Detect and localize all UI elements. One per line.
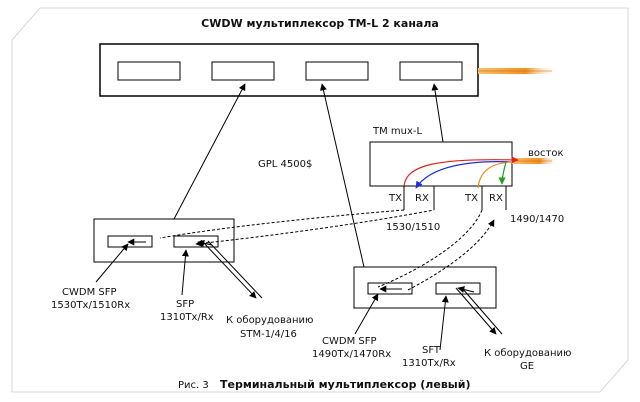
right-equip-link-b bbox=[461, 287, 503, 335]
dash-right-a bbox=[377, 209, 483, 288]
right-sft-label-2: 1310Tx/Rx bbox=[402, 358, 456, 369]
right-equip-label-1: К оборудованию bbox=[484, 348, 571, 359]
right-cwdm-sfp-label-1: CWDM SFP bbox=[322, 336, 377, 347]
top-slot-3 bbox=[305, 61, 369, 81]
dash-right-b bbox=[407, 219, 495, 291]
port-rx-1: RX bbox=[415, 193, 429, 204]
gpl-label: GPL 4500$ bbox=[258, 159, 312, 170]
left-equip-link-b bbox=[207, 240, 263, 299]
callout-left-sfp bbox=[181, 249, 189, 296]
right-equip-link-a bbox=[455, 287, 497, 335]
left-sfp-arrow bbox=[197, 239, 213, 247]
callout-left-cwdm bbox=[95, 243, 129, 283]
vostok-label: восток bbox=[528, 148, 564, 159]
left-sfp-label-1: SFP bbox=[176, 299, 194, 310]
dash-left-lower bbox=[195, 209, 435, 247]
outer-frame bbox=[11, 7, 629, 393]
right-equip-label-2: GE bbox=[520, 361, 534, 372]
orange-curve bbox=[477, 161, 513, 189]
blue-curve bbox=[415, 161, 513, 189]
mux-label: TM mux-L bbox=[372, 126, 423, 137]
left-cwdm-sfp-label-2: 1530Tx/1510Rx bbox=[51, 300, 130, 311]
wl-1490-1470: 1490/1470 bbox=[510, 214, 564, 225]
port-tx-2: TX bbox=[464, 193, 478, 204]
right-sft-label-1: SFT bbox=[422, 345, 441, 356]
left-cwdm-sfp-label-1: CWDM SFP bbox=[62, 287, 117, 298]
right-sft-arrow bbox=[457, 286, 475, 293]
top-slot-4 bbox=[399, 61, 463, 81]
callout-right-cwdm bbox=[354, 293, 379, 335]
link-right-to-slot3 bbox=[319, 83, 365, 268]
caption-text: Терминальный мультиплексор (левый) bbox=[220, 378, 470, 391]
wl-1530-1510: 1530/1510 bbox=[386, 222, 440, 233]
dash-left-upper bbox=[159, 209, 405, 239]
port-tx-1: TX bbox=[388, 193, 402, 204]
left-equip-link-a bbox=[201, 240, 257, 299]
left-sfp-label-2: 1310Tx/Rx bbox=[160, 312, 214, 323]
caption-prefix: Рис. 3 bbox=[178, 380, 209, 391]
link-left-to-slot2 bbox=[173, 83, 246, 220]
red-curve bbox=[403, 156, 519, 189]
top-slot-1 bbox=[117, 61, 181, 81]
callout-right-sft bbox=[439, 295, 449, 351]
title: CWDW мультиплексор TM-L 2 канала bbox=[201, 17, 439, 30]
tm-mux-box bbox=[369, 141, 513, 187]
link-mux-to-slot4 bbox=[431, 83, 444, 143]
port-rx-2: RX bbox=[489, 193, 503, 204]
left-equip-label-2: STM-1/4/16 bbox=[240, 329, 297, 340]
right-cwdm-sfp-label-2: 1490Tx/1470Rx bbox=[312, 349, 391, 360]
top-slot-2 bbox=[211, 61, 275, 81]
green-curve bbox=[498, 161, 507, 185]
left-equip-label-1: К оборудованию bbox=[226, 315, 313, 326]
